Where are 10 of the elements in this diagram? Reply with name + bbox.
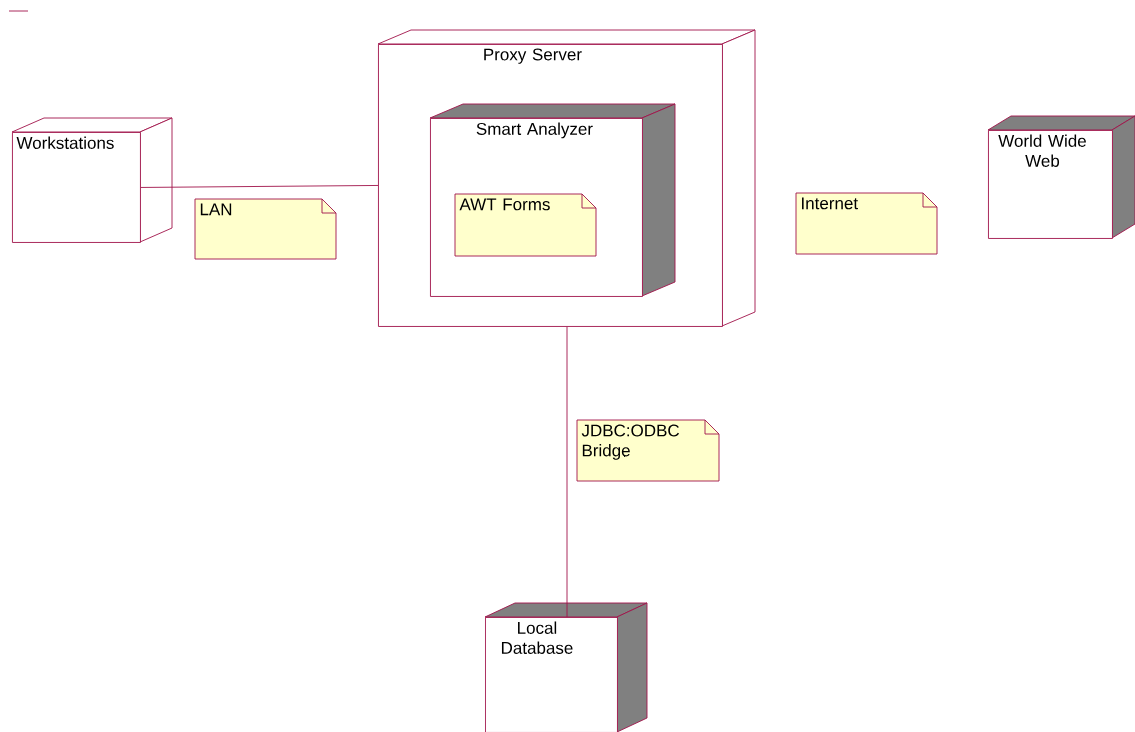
node-cube: Local Database [484,602,648,732]
note: JDBC:ODBC Bridge [576,419,720,482]
node-cube: World Wide Web [987,115,1135,239]
note: AWT Forms [454,193,597,257]
connector-line [566,326,568,618]
note: Internet [795,192,938,255]
node-label: Local Database [501,621,573,654]
connector-line [140,185,379,188]
node-cube: Workstations [11,117,173,243]
note: LAN [194,198,337,260]
